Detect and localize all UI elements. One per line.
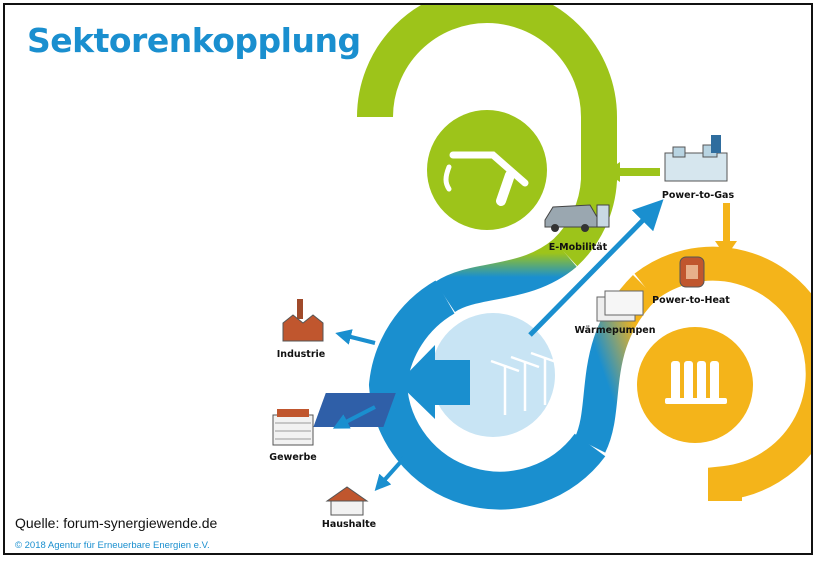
page-title: Sektorenkopplung: [27, 21, 361, 60]
gas-plant-icon: [664, 135, 728, 182]
office-building-icon: [272, 409, 314, 446]
radiator-icon: [665, 361, 727, 404]
power-to-heat-label: Power-to-Heat: [652, 295, 730, 306]
industrie-label: Industrie: [277, 349, 325, 360]
haushalte-label: Haushalte: [322, 519, 376, 530]
gewerbe-label: Gewerbe: [269, 452, 316, 463]
infographic-frame: Sektorenkopplung: [3, 3, 813, 555]
strom-label: Strom: [454, 445, 512, 465]
copyright-note: © 2018 Agentur für Erneuerbare Energien …: [15, 540, 210, 551]
heat-pump-icon: [596, 290, 644, 322]
verkehr-strom-connector: [435, 238, 577, 313]
electric-car-icon: [544, 204, 610, 232]
waermepumpen-label: Wärmepumpen: [574, 325, 655, 336]
sector-coupling-diagram: Verkehr Strom Wärme: [269, 5, 811, 530]
strom-to-gas-arrow: [528, 199, 664, 337]
gas-to-waerme-arrow: [715, 203, 737, 257]
waerme-label: Wärme: [665, 445, 728, 464]
strom-to-industrie-arrow: [335, 329, 376, 345]
verkehr-circle: [427, 110, 547, 230]
verkehr-label: Verkehr: [449, 90, 525, 110]
house-icon: [325, 486, 369, 516]
e-mobilitaet-label: E-Mobilität: [549, 242, 608, 253]
factory-icon: [282, 299, 324, 342]
gas-to-verkehr-arrow: [605, 162, 660, 182]
verkehr-ring: [357, 5, 617, 267]
strom-output-arrow: [398, 345, 470, 419]
source-note: Quelle: forum-synergiewende.de: [15, 515, 218, 531]
boiler-icon: [679, 256, 705, 288]
fuel-nozzle-icon: [443, 151, 529, 206]
power-to-gas-label: Power-to-Gas: [662, 190, 735, 201]
strom-to-gewerbe-arrow: [332, 405, 376, 429]
strom-ring: [368, 280, 606, 510]
strom-to-haushalte-arrow: [374, 455, 407, 491]
waerme-circle: [637, 327, 753, 443]
